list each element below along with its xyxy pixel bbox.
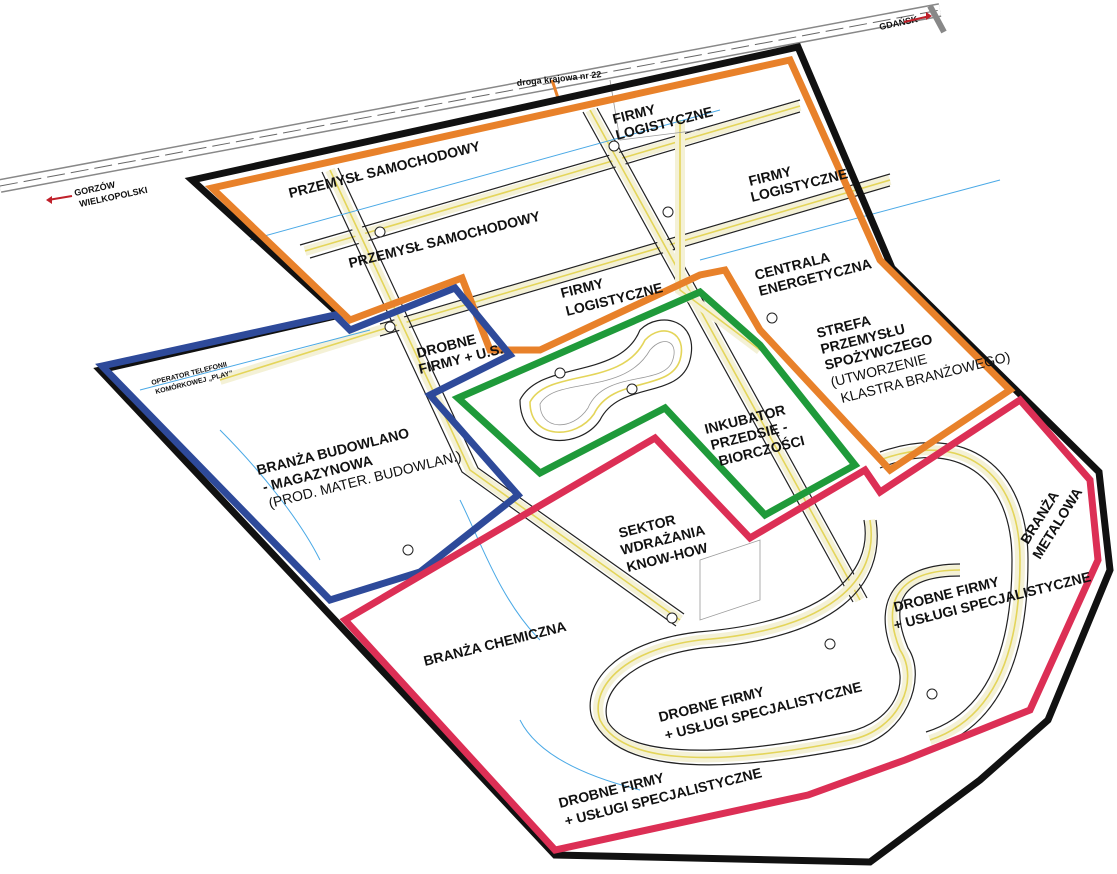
zone-labels: PRZEMYSŁ SAMOCHODOWY PRZEMYSŁ SAMOCHODOW… bbox=[151, 101, 1093, 829]
arrowhead-icon bbox=[46, 196, 52, 204]
green-zone-boundary bbox=[451, 287, 861, 520]
zone-boundaries bbox=[93, 42, 1114, 866]
label-przemysl-samochodowy-2: PRZEMYSŁ SAMOCHODOWY bbox=[347, 208, 542, 271]
highway bbox=[0, 3, 947, 193]
road-network bbox=[139, 79, 1029, 791]
arrowhead-icon bbox=[926, 12, 932, 20]
orange-zone-boundary bbox=[204, 55, 1016, 475]
label-chemiczna: BRANŻA CHEMICZNA bbox=[422, 618, 568, 669]
arrow-right-icon bbox=[903, 15, 931, 23]
blue-zone-boundary bbox=[95, 283, 524, 604]
red-zone-boundary bbox=[339, 395, 1102, 854]
